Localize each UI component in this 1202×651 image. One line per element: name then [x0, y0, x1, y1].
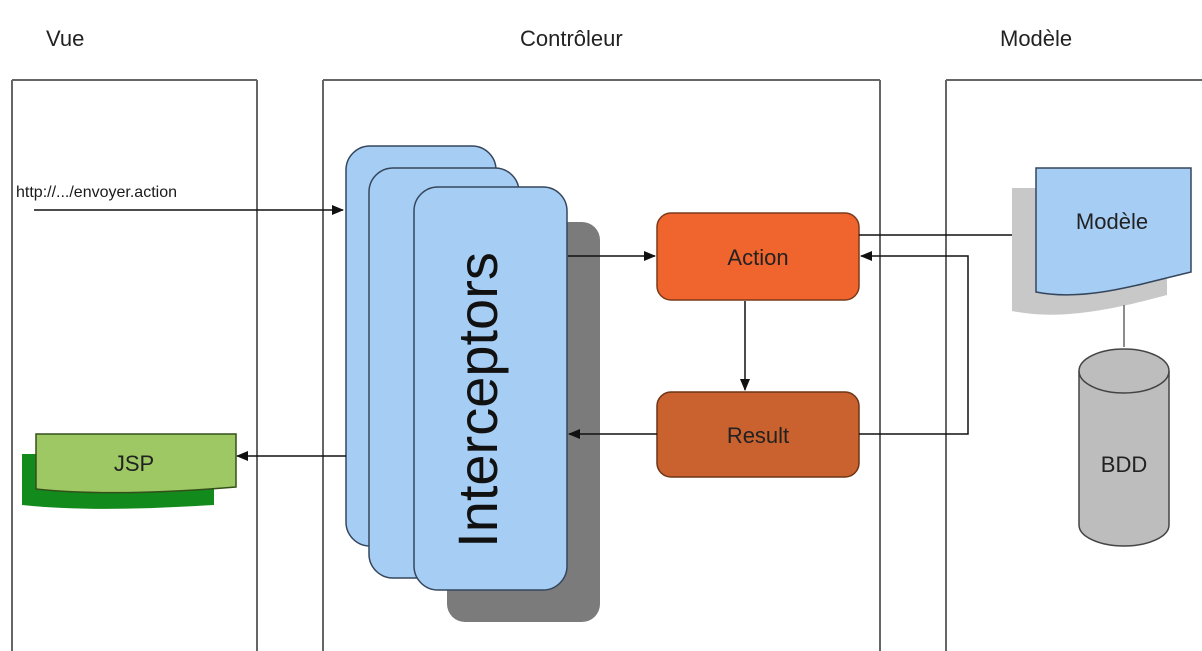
database-body: [1078, 371, 1170, 547]
database-cylinder: BDD: [1078, 348, 1170, 547]
database-label: BDD: [1101, 452, 1147, 477]
panel-modele: [945, 79, 1202, 651]
column-title-vue: Vue: [46, 26, 84, 51]
interceptors-label: Interceptors: [446, 252, 509, 548]
interceptors-stack: Interceptors: [345, 145, 600, 622]
panel-controleur: [322, 79, 881, 651]
column-title-modele: Modèle: [1000, 26, 1072, 51]
request-url-label: http://.../envoyer.action: [16, 184, 177, 201]
action-label: Action: [727, 245, 788, 270]
database-top: [1078, 348, 1170, 394]
model-label: Modèle: [1076, 209, 1148, 234]
jsp-label: JSP: [114, 451, 154, 476]
result-to-action-loop-arrow: [859, 251, 969, 435]
model-document: Modèle: [1012, 167, 1192, 315]
interceptor-card-front: [413, 186, 568, 591]
jsp-document: JSP: [22, 433, 237, 509]
result-label: Result: [727, 423, 789, 448]
model-box: [1035, 167, 1192, 296]
action-box: [656, 212, 860, 301]
jsp-box: [35, 433, 237, 494]
panel-vue: [11, 79, 258, 651]
column-title-controleur: Contrôleur: [520, 26, 623, 51]
